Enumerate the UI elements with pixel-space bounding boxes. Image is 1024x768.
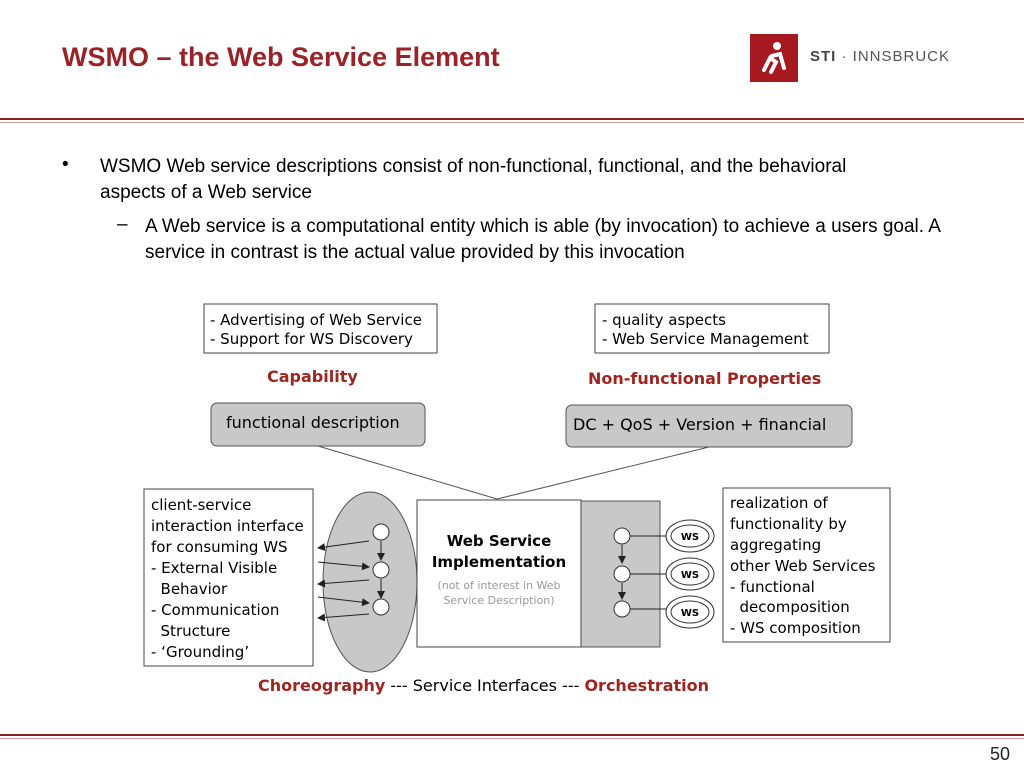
choreography-box <box>143 488 314 667</box>
choreography-ellipse <box>322 491 418 673</box>
capability-box-line: - Support for WS Discovery <box>210 330 413 348</box>
ws-impl-title: Implementation <box>432 553 566 571</box>
ws-impl-title: Web Service <box>447 532 552 550</box>
orchestration-node <box>613 600 631 618</box>
bullet-marker: • <box>62 154 69 175</box>
ws-badge: WS <box>665 595 715 629</box>
interaction-arrow <box>317 561 370 571</box>
sti-logo: STI · INNSBRUCK <box>750 34 950 82</box>
header-divider-thin <box>0 122 1024 123</box>
orchestration-box <box>722 487 891 643</box>
orchestration-caption: Orchestration <box>584 676 709 695</box>
choreography-line: Structure <box>151 622 230 640</box>
interaction-arrow <box>317 596 370 607</box>
nfp-box-line: - quality aspects <box>602 311 726 329</box>
svg-text:WS: WS <box>681 532 699 543</box>
orchestration-line: functionality by <box>730 515 847 533</box>
bullet-text-1: WSMO Web service descriptions consist of… <box>100 156 847 203</box>
choreography-node <box>372 561 390 579</box>
functional-description-text: functional description <box>226 413 400 432</box>
orchestration-line: realization of <box>730 494 828 512</box>
slide-title: WSMO – the Web Service Element <box>62 42 500 72</box>
choreography-line: Behavior <box>151 580 228 598</box>
footer-divider-thin <box>0 738 1024 739</box>
capability-label: Capability <box>267 367 358 386</box>
capability-box <box>203 303 438 354</box>
bullet-text-2: A Web service is a computational entity … <box>145 216 940 263</box>
orchestration-node <box>613 565 631 583</box>
nfp-box <box>594 303 830 354</box>
sub-bullet-marker: – <box>117 214 128 235</box>
svg-text:WS: WS <box>681 608 699 619</box>
orchestration-line: - WS composition <box>730 619 861 637</box>
choreography-line: interaction interface <box>151 517 304 535</box>
choreography-line: - ‘Grounding’ <box>151 643 249 661</box>
sti-person-icon <box>762 42 786 74</box>
nfp-description-text: DC + QoS + Version + financial <box>573 415 826 434</box>
orchestration-line: other Web Services <box>730 557 876 575</box>
web-service-implementation-box <box>416 499 582 648</box>
orchestration-line: decomposition <box>730 598 850 616</box>
diagram-caption: Choreography --- Service Interfaces --- … <box>258 676 709 695</box>
page-number: 50 <box>989 744 1010 764</box>
interaction-arrow <box>317 613 370 622</box>
orchestration-line: aggregating <box>730 536 821 554</box>
service-interfaces-caption: --- Service Interfaces --- <box>385 676 584 695</box>
connector-line <box>496 446 710 500</box>
header-divider <box>0 118 1024 120</box>
ws-badge: WS <box>665 557 715 591</box>
svg-text:WS: WS <box>681 570 699 581</box>
ws-impl-note: Service Description) <box>443 594 554 607</box>
sti-logo-text: STI · INNSBRUCK <box>810 48 951 65</box>
choreography-line: - External Visible <box>151 559 277 577</box>
connector-line <box>317 445 498 500</box>
ws-badge: WS <box>665 519 715 553</box>
choreography-line: for consuming WS <box>151 538 288 556</box>
nfp-label: Non-functional Properties <box>588 369 821 388</box>
nfp-box-line: - Web Service Management <box>602 330 809 348</box>
orchestration-node <box>613 527 631 545</box>
capability-box-line: - Advertising of Web Service <box>210 311 422 329</box>
choreography-line: - Communication <box>151 601 279 619</box>
sti-logo-mark <box>750 34 798 82</box>
choreography-line: client-service <box>151 496 251 514</box>
choreography-node <box>372 523 390 541</box>
interaction-arrow <box>317 579 370 588</box>
orchestration-line: - functional <box>730 578 815 596</box>
choreography-caption: Choreography <box>258 676 386 695</box>
choreography-node <box>372 598 390 616</box>
footer-divider <box>0 734 1024 736</box>
ws-impl-note: (not of interest in Web <box>437 579 560 592</box>
interaction-arrow <box>317 540 370 552</box>
